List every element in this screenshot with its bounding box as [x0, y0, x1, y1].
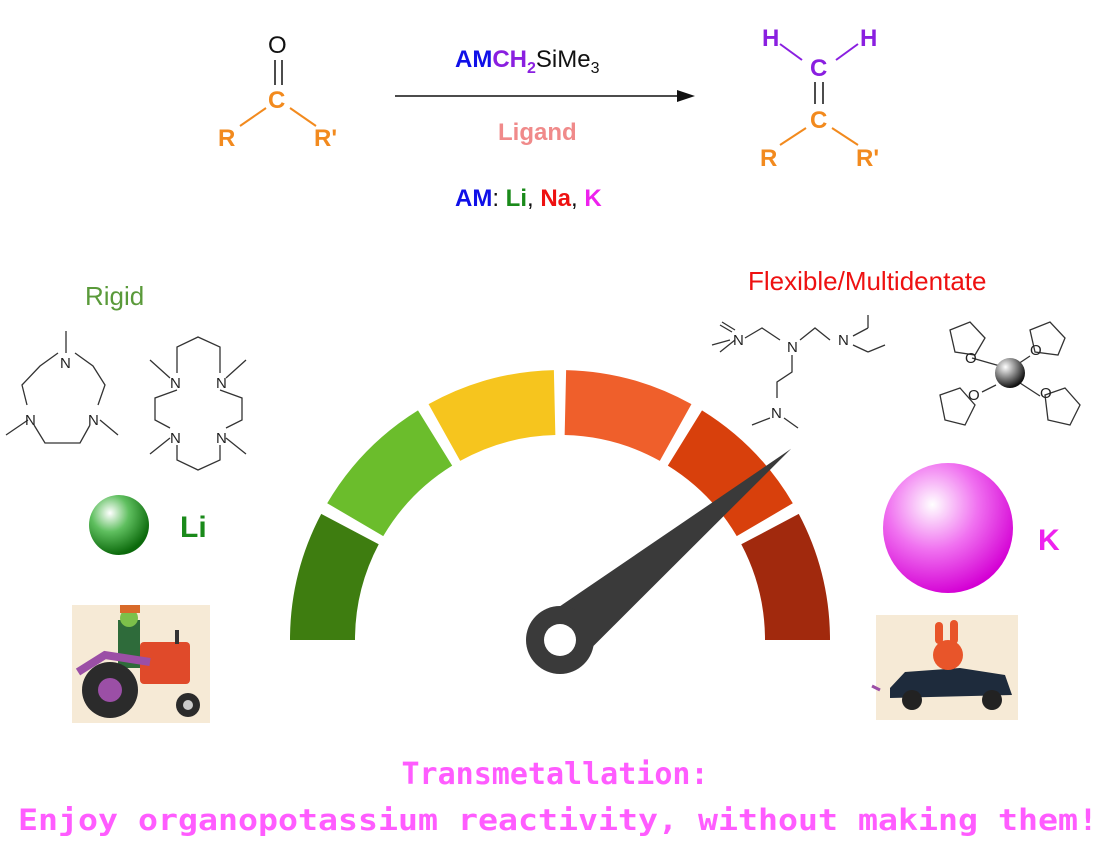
gauge-segment [741, 513, 830, 640]
needle-hub-hole [544, 624, 576, 656]
svg-text:O: O [968, 387, 980, 404]
potassium-label: K [1038, 524, 1060, 557]
svg-text:O: O [1030, 342, 1042, 359]
gauge-segment [428, 370, 556, 461]
svg-text:N: N [216, 430, 227, 447]
svg-text:N: N [25, 412, 36, 429]
svg-text:N: N [170, 430, 181, 447]
svg-text:N: N [88, 412, 99, 429]
gauge-segment [564, 370, 692, 461]
needle-pointer [542, 448, 792, 662]
ketone-reactant: O C R R' [218, 32, 337, 152]
gauge-segment [290, 513, 379, 640]
svg-text:N: N [771, 405, 782, 422]
lithium-sphere [89, 495, 149, 555]
metal-tetrakis-thf: O O O O [939, 321, 1081, 426]
carbon-atom: C [810, 107, 827, 134]
r-prime-group: R' [856, 145, 879, 172]
reactivity-gauge [290, 370, 830, 640]
r-group: R [218, 125, 235, 152]
potassium-sphere [883, 463, 1013, 593]
reaction-arrow [395, 90, 695, 102]
footer-tagline: Enjoy organopotassium reactivity, withou… [18, 803, 1098, 837]
alkali-metal-list: AM: Li, Na, K [455, 185, 602, 212]
svg-text:N: N [170, 375, 181, 392]
hydrogen-atom: H [860, 25, 877, 52]
gauge-segment [667, 410, 793, 537]
triazacyclononane-ligand: N N N [5, 331, 119, 444]
reagent-formula: AMCH2SiMe3 [455, 46, 600, 77]
tractor-turtle-illustration [72, 605, 210, 723]
rigid-heading: Rigid [85, 281, 144, 311]
oxygen-atom: O [268, 32, 287, 59]
svg-text:N: N [733, 332, 744, 349]
r-prime-group: R' [314, 125, 337, 152]
cyclam-ligand: N N N N [149, 336, 247, 471]
svg-text:N: N [787, 339, 798, 356]
rabbit-car-illustration [871, 615, 1018, 720]
svg-text:N: N [60, 355, 71, 372]
svg-text:O: O [1040, 385, 1052, 402]
svg-text:O: O [965, 350, 977, 367]
lithium-label: Li [180, 511, 207, 544]
methylene-carbon: C [810, 55, 827, 82]
alkene-product: H H C C R R' [760, 25, 879, 172]
carbon-atom: C [268, 87, 285, 114]
footer-title: Transmetallation: [401, 757, 708, 792]
hydrogen-atom: H [762, 25, 779, 52]
gauge-segment [327, 410, 453, 537]
ligand-label: Ligand [498, 119, 577, 146]
svg-text:N: N [216, 375, 227, 392]
r-group: R [760, 145, 777, 172]
pmdeta-like-ligand: N N N N [711, 315, 886, 429]
gauge-needle [526, 448, 792, 674]
svg-text:N: N [838, 332, 849, 349]
flexible-multidentate-heading: Flexible/Multidentate [748, 266, 986, 296]
